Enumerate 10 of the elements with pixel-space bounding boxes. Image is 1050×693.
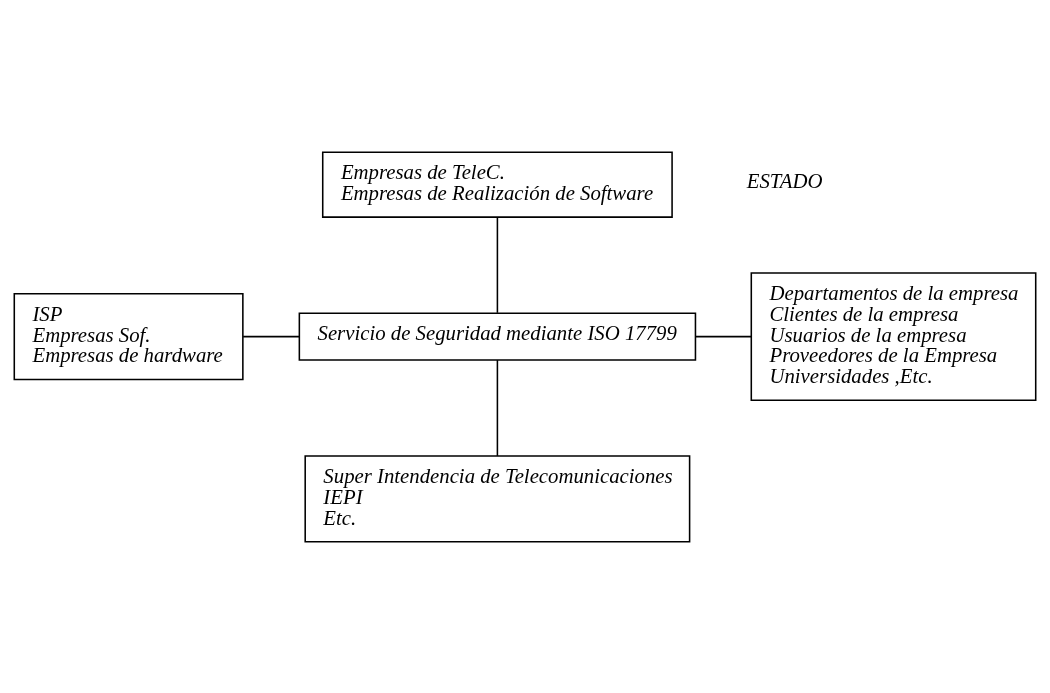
- connector: [496, 216, 499, 314]
- node-box: Empresas de TeleC. Empresas de Realización de Software: [321, 150, 673, 218]
- node-box: Super Intendencia de Telecomunicaciones IEPI Etc.: [304, 454, 691, 543]
- node-box: Servicio de Seguridad mediante ISO 17799: [298, 311, 697, 361]
- label: ESTADO: [746, 168, 823, 192]
- connector: [695, 335, 752, 337]
- node-box: ISP Empresas Sof. Empresas de hardware: [13, 292, 244, 380]
- node-box: Departamentos de la empresa Clientes de la empresa Usuarios de la empresa Proveedores de la Empresa Universidades ,Etc.: [750, 271, 1037, 401]
- connector: [242, 335, 300, 337]
- connector: [496, 358, 499, 457]
